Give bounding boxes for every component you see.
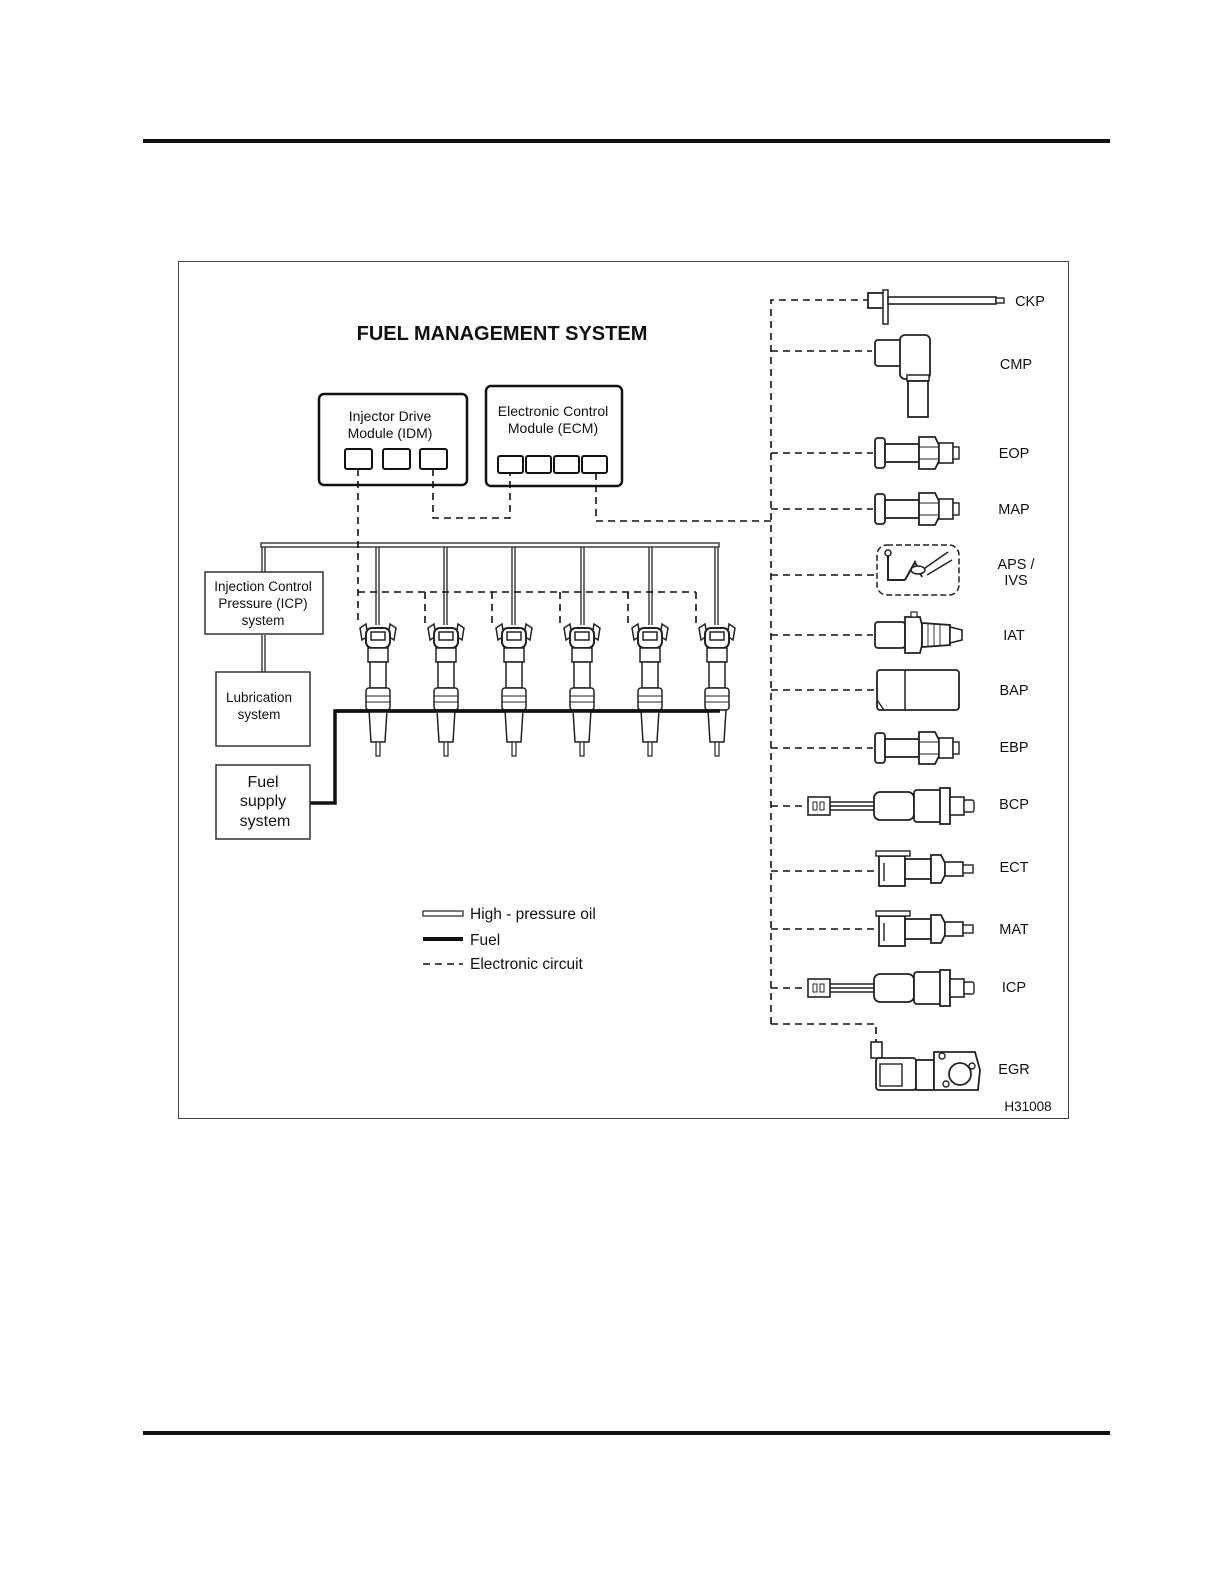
- label-icp: ICP: [1002, 980, 1026, 996]
- idm-label-line2: Module (IDM): [348, 425, 433, 441]
- icp-sensor: [808, 970, 974, 1006]
- bap-sensor: [877, 670, 959, 710]
- label-eop: EOP: [999, 446, 1030, 462]
- label-ckp: CKP: [1015, 294, 1045, 310]
- lubrication-system-box: Lubrication system: [216, 672, 310, 746]
- legend-fuel: Fuel: [470, 932, 500, 949]
- icp-system-line3: system: [242, 613, 285, 628]
- legend: High - pressure oil Fuel Electronic circ…: [423, 906, 596, 973]
- label-mat: MAT: [999, 922, 1029, 938]
- icp-system-line2: Pressure (ICP): [218, 596, 307, 611]
- label-ivs: IVS: [1004, 573, 1027, 589]
- sensor-labels: CKP CMP EOP MAP APS / IVS IAT BAP EBP BC…: [997, 294, 1044, 1078]
- injector-1: [360, 624, 396, 756]
- aps-ivs-sensor: [877, 545, 959, 595]
- eop-sensor: [875, 437, 959, 469]
- fuel-supply-line1: Fuel: [247, 774, 278, 791]
- legend-electronic-circuit: Electronic circuit: [470, 956, 584, 973]
- label-bcp: BCP: [999, 797, 1029, 813]
- lubrication-line2: system: [238, 707, 281, 722]
- injector-5: [632, 624, 668, 756]
- label-bap: BAP: [999, 683, 1028, 699]
- diagram-title: FUEL MANAGEMENT SYSTEM: [357, 323, 648, 345]
- injector-2: [428, 624, 464, 756]
- ecm-label-line1: Electronic Control: [498, 403, 609, 419]
- map-sensor: [875, 493, 959, 525]
- mat-sensor: [876, 911, 973, 946]
- iat-sensor: [875, 612, 962, 653]
- label-cmp: CMP: [1000, 357, 1032, 373]
- injector-4: [564, 624, 600, 756]
- cmp-sensor: [875, 335, 930, 417]
- ect-sensor: [876, 851, 973, 886]
- fuel-supply-line3: system: [240, 813, 291, 830]
- ebp-sensor: [875, 732, 959, 764]
- injector-3: [496, 624, 532, 756]
- egr-valve: [871, 1042, 980, 1090]
- legend-high-pressure-oil: High - pressure oil: [470, 906, 596, 923]
- label-ebp: EBP: [999, 740, 1028, 756]
- label-egr: EGR: [998, 1062, 1029, 1078]
- ckp-sensor: [868, 290, 1004, 324]
- legend-swatch-oil: [423, 911, 463, 916]
- icp-system-line1: Injection Control: [214, 579, 312, 594]
- idm-label-line1: Injector Drive: [349, 408, 432, 424]
- icp-system-box: Injection Control Pressure (ICP) system: [205, 572, 323, 634]
- label-aps: APS /: [997, 557, 1035, 573]
- bcp-sensor: [808, 788, 974, 824]
- label-map: MAP: [998, 502, 1029, 518]
- fuel-supply-line2: supply: [240, 793, 286, 810]
- label-iat: IAT: [1003, 628, 1025, 644]
- injector-6: [699, 624, 735, 756]
- idm-module: Injector Drive Module (IDM): [319, 394, 467, 485]
- ecm-module: Electronic Control Module (ECM): [486, 386, 622, 486]
- lubrication-line1: Lubrication: [226, 690, 292, 705]
- figure-id: H31008: [1004, 1099, 1051, 1114]
- fuel-supply-system-box: Fuel supply system: [216, 765, 310, 839]
- ecm-label-line2: Module (ECM): [508, 420, 598, 436]
- label-ect: ECT: [1000, 860, 1029, 876]
